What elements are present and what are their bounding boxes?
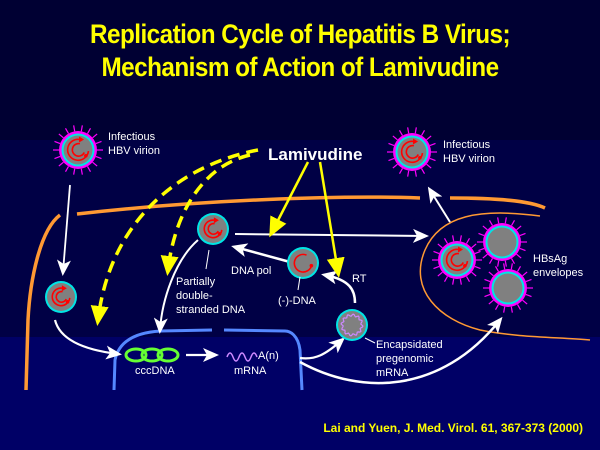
cccdna-icon (124, 347, 180, 363)
dna-pol-arrow (231, 243, 291, 264)
title-line-2: Mechanism of Action of Lamivudine (101, 52, 499, 82)
title-line-1: Replication Cycle of Hepatitis B Virus; (89, 19, 511, 49)
mrna-export-arrow (299, 337, 345, 360)
arrow-to-rt (318, 161, 345, 278)
mrna-wave-icon (226, 352, 258, 362)
lamivudine-label: Lamivudine (268, 145, 362, 164)
label-partial-dna: Partially double- stranded DNA (176, 276, 246, 316)
slide-title: Replication Cycle of Hepatitis B Virus; … (30, 18, 570, 84)
nuclear-import-arrow (153, 239, 199, 334)
svg-text:HBV virion: HBV virion (108, 145, 160, 157)
label-minus-dna: (-)-DNA (278, 295, 317, 307)
svg-text:HBV virion: HBV virion (443, 153, 495, 165)
virion-in-er (432, 235, 482, 285)
svg-text:double-: double- (176, 290, 213, 302)
lamivudine-arrows (269, 161, 345, 278)
virion-extracellular-right (387, 127, 437, 177)
label-dna-pol: DNA pol (231, 265, 271, 277)
citation: Lai and Yuen, J. Med. Virol. 61, 367-373… (323, 421, 583, 435)
to-envelope-arrow (234, 228, 429, 243)
uncoating-arrow (53, 319, 122, 360)
capsid-pregenomic-rna (336, 309, 368, 341)
svg-text:Infectious: Infectious (108, 131, 156, 143)
hbsag-envelope-1 (477, 217, 527, 267)
hbsag-envelope-2 (483, 263, 533, 313)
label-mrna: mRNA (234, 365, 267, 377)
capsid-partial-dsdna (197, 213, 229, 245)
capsid-minus-dna (287, 247, 319, 279)
label-cccdna: cccDNA (135, 365, 175, 377)
label-hbsag: HBsAg envelopes (533, 253, 584, 279)
rt-arrow (321, 270, 357, 304)
svg-text:stranded DNA: stranded DNA (176, 304, 246, 316)
svg-text:Encapsidated: Encapsidated (376, 339, 443, 351)
virion-extracellular-left (53, 125, 103, 175)
capsid-entering-cell (45, 281, 77, 313)
label-polya: A(n) (258, 350, 279, 362)
entry-arrow (56, 184, 71, 276)
to-envelopment-arrow (299, 316, 503, 385)
svg-text:HBsAg: HBsAg (533, 253, 567, 265)
pathway-arrows (53, 184, 503, 385)
svg-text:Partially: Partially (176, 276, 216, 288)
svg-text:pregenomic: pregenomic (376, 353, 434, 365)
label-pregenomic-mrna: Encapsidated pregenomic mRNA (376, 339, 443, 379)
cell-membrane (24, 195, 546, 391)
svg-text:Infectious: Infectious (443, 139, 491, 151)
label-virion-left: Infectious HBV virion (108, 131, 160, 157)
label-virion-right: Infectious HBV virion (443, 139, 495, 165)
arrow-to-dna-pol (269, 161, 310, 238)
label-rt: RT (352, 273, 367, 285)
secretion-arrow (427, 186, 451, 223)
er-compartment (419, 212, 591, 341)
svg-text:envelopes: envelopes (533, 267, 584, 279)
recycling-arrows (90, 148, 259, 326)
svg-text:mRNA: mRNA (376, 367, 409, 379)
